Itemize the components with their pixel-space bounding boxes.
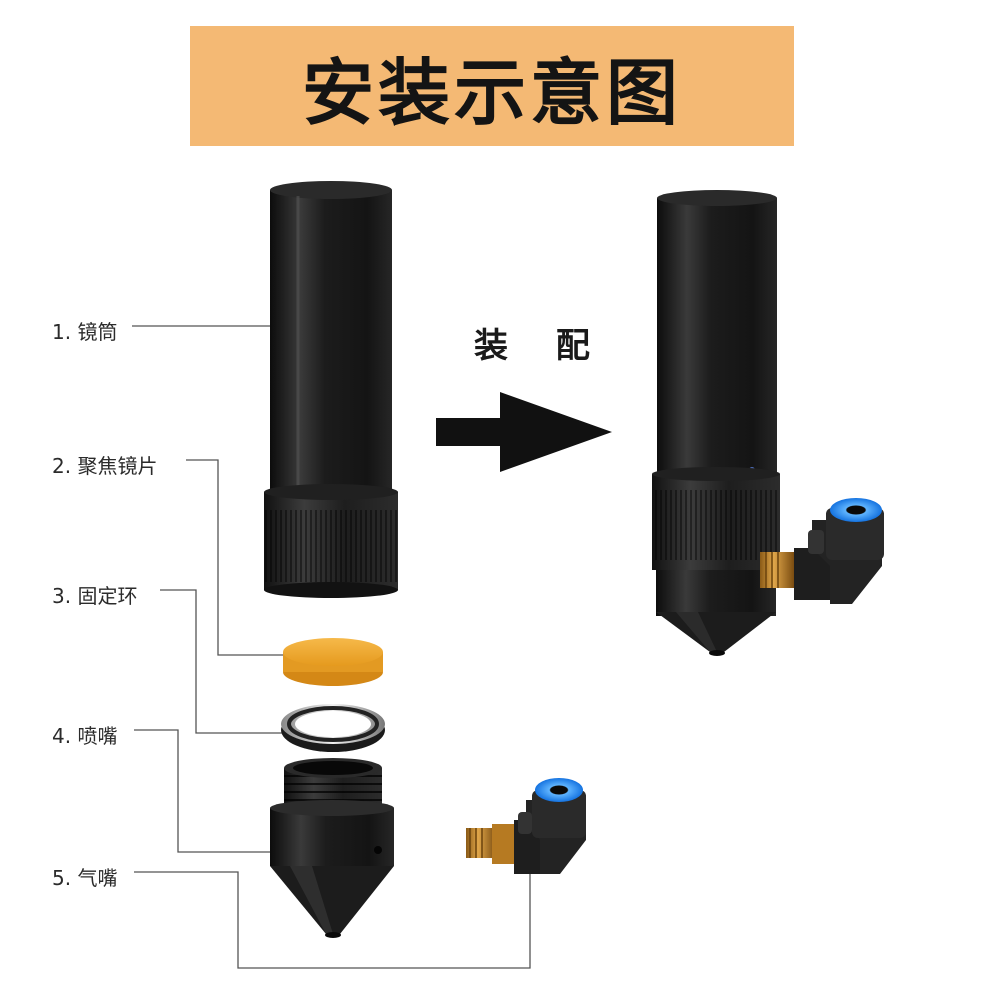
- focus-lens-drawing: [283, 638, 383, 686]
- lens-tube-drawing: [264, 181, 398, 598]
- leader-nozzle: [134, 730, 276, 852]
- assemble-arrow-icon: [436, 392, 612, 472]
- retaining-ring-drawing: [281, 704, 385, 752]
- leader-retaining-ring: [160, 590, 288, 733]
- assembled-unit-drawing: [652, 190, 884, 656]
- air-fitting-drawing: [466, 778, 586, 874]
- nozzle-drawing: [270, 758, 394, 938]
